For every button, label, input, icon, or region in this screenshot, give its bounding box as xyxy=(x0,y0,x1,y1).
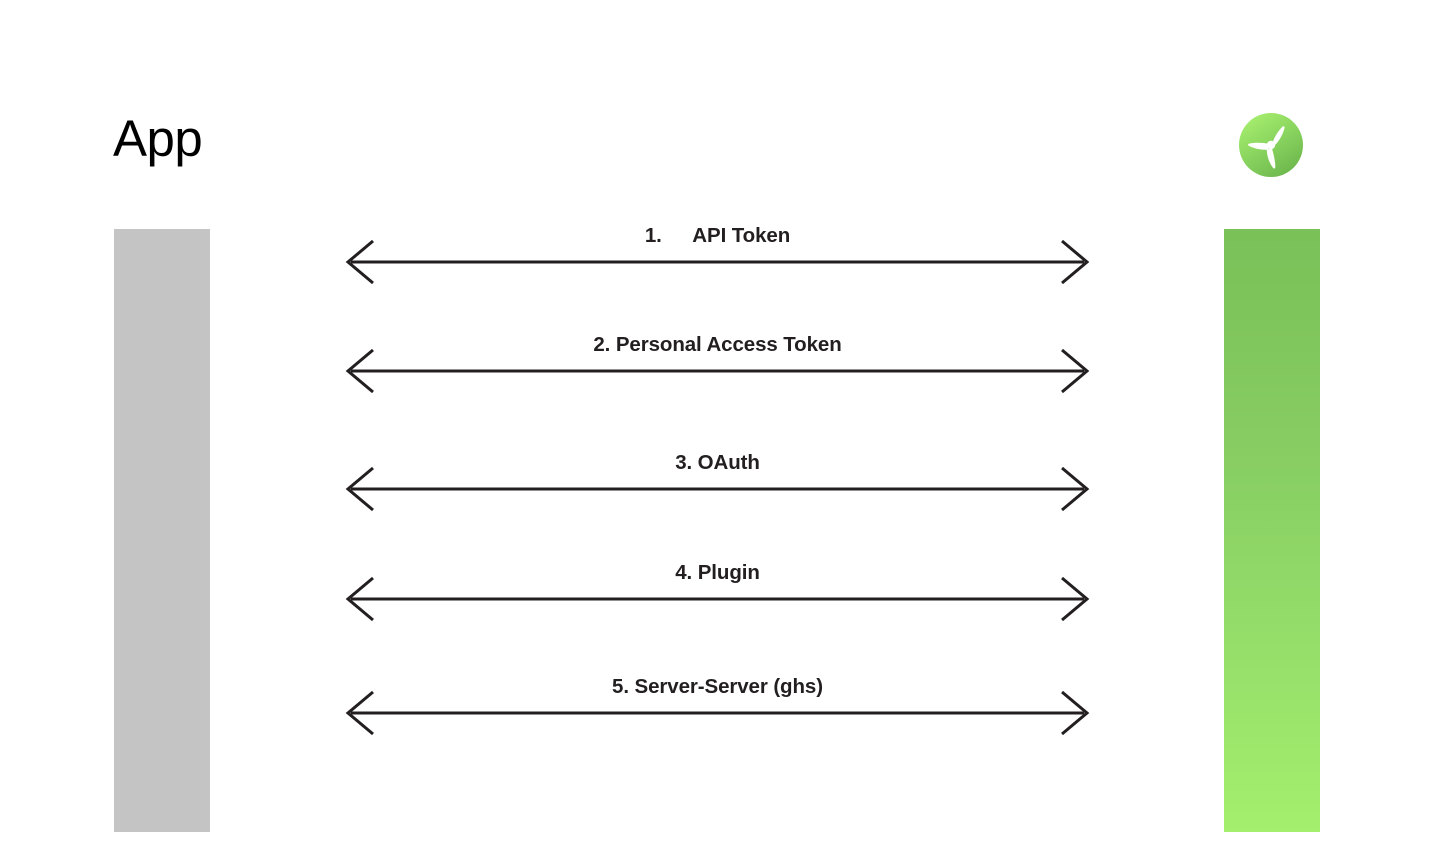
bidirectional-arrow-icon xyxy=(345,349,1090,393)
message-label: 2. Personal Access Token xyxy=(593,333,842,356)
message-label: 3. OAuth xyxy=(675,451,760,474)
bidirectional-arrow-icon xyxy=(345,691,1090,735)
bidirectional-arrow-icon xyxy=(345,577,1090,621)
lifeline-bar-app xyxy=(114,229,210,832)
bidirectional-arrow-icon xyxy=(345,240,1090,284)
message-label: 5. Server-Server (ghs) xyxy=(612,675,823,698)
page-title: App xyxy=(113,110,203,167)
message-label: 1. API Token xyxy=(644,224,791,247)
message-label: 4. Plugin xyxy=(675,561,760,584)
bidirectional-arrow-icon xyxy=(345,467,1090,511)
propeller-logo-icon xyxy=(1238,112,1304,178)
lifeline-bar-service xyxy=(1224,229,1320,832)
